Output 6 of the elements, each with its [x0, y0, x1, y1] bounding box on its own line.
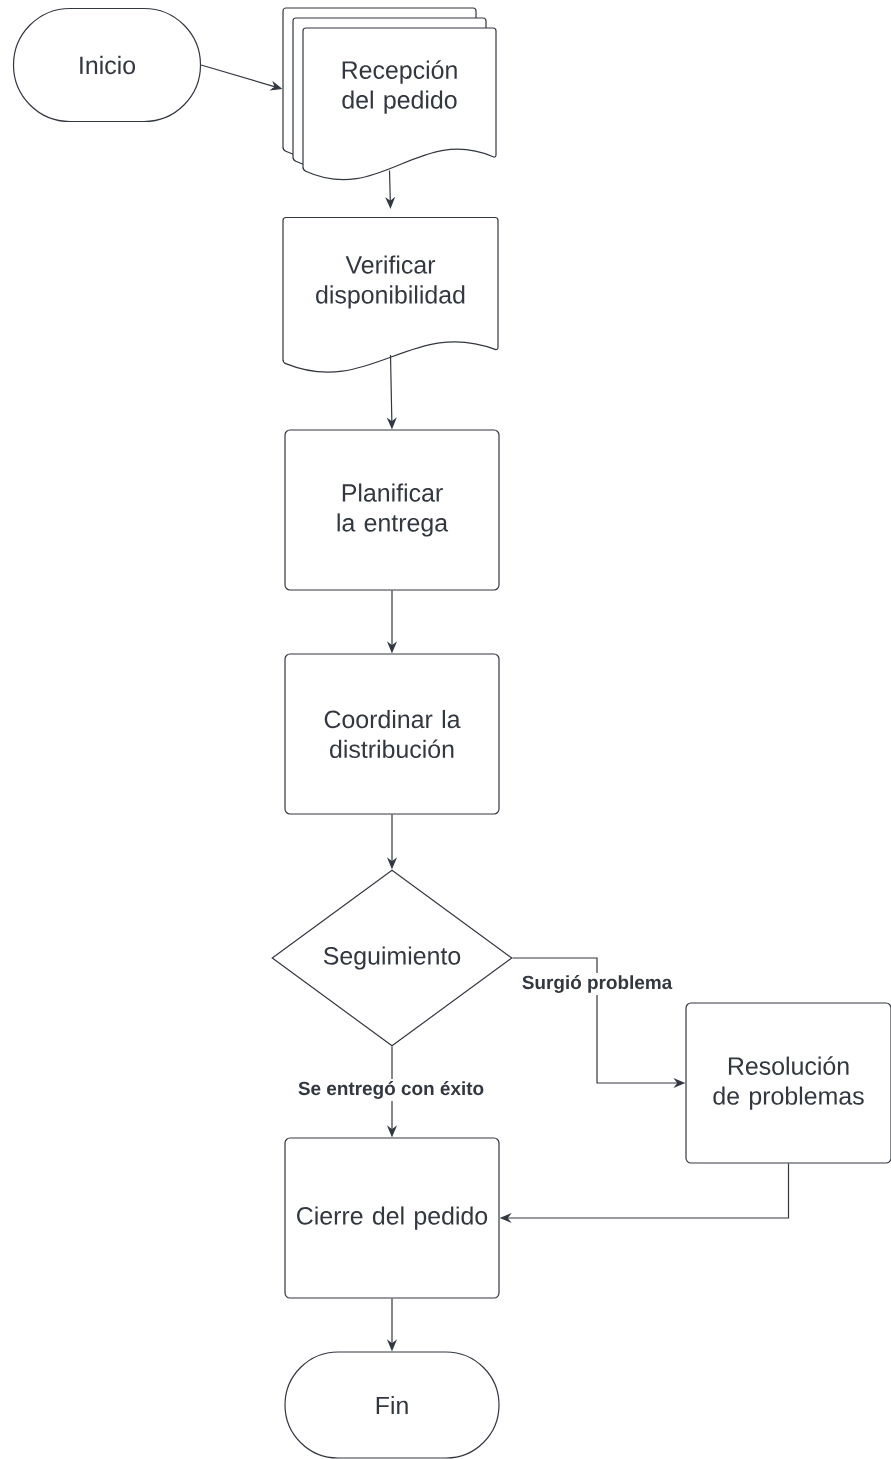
- process-box: Cierre del pedido: [284, 1137, 500, 1299]
- process-box: Planificar la entrega: [284, 429, 500, 591]
- edge-label: Se entregó con éxito: [295, 1079, 487, 1101]
- process-box: Coordinar la distribución: [284, 653, 500, 815]
- process-box: Resolución de problemas: [685, 1002, 891, 1164]
- edge-label: Surgió problema: [519, 973, 675, 995]
